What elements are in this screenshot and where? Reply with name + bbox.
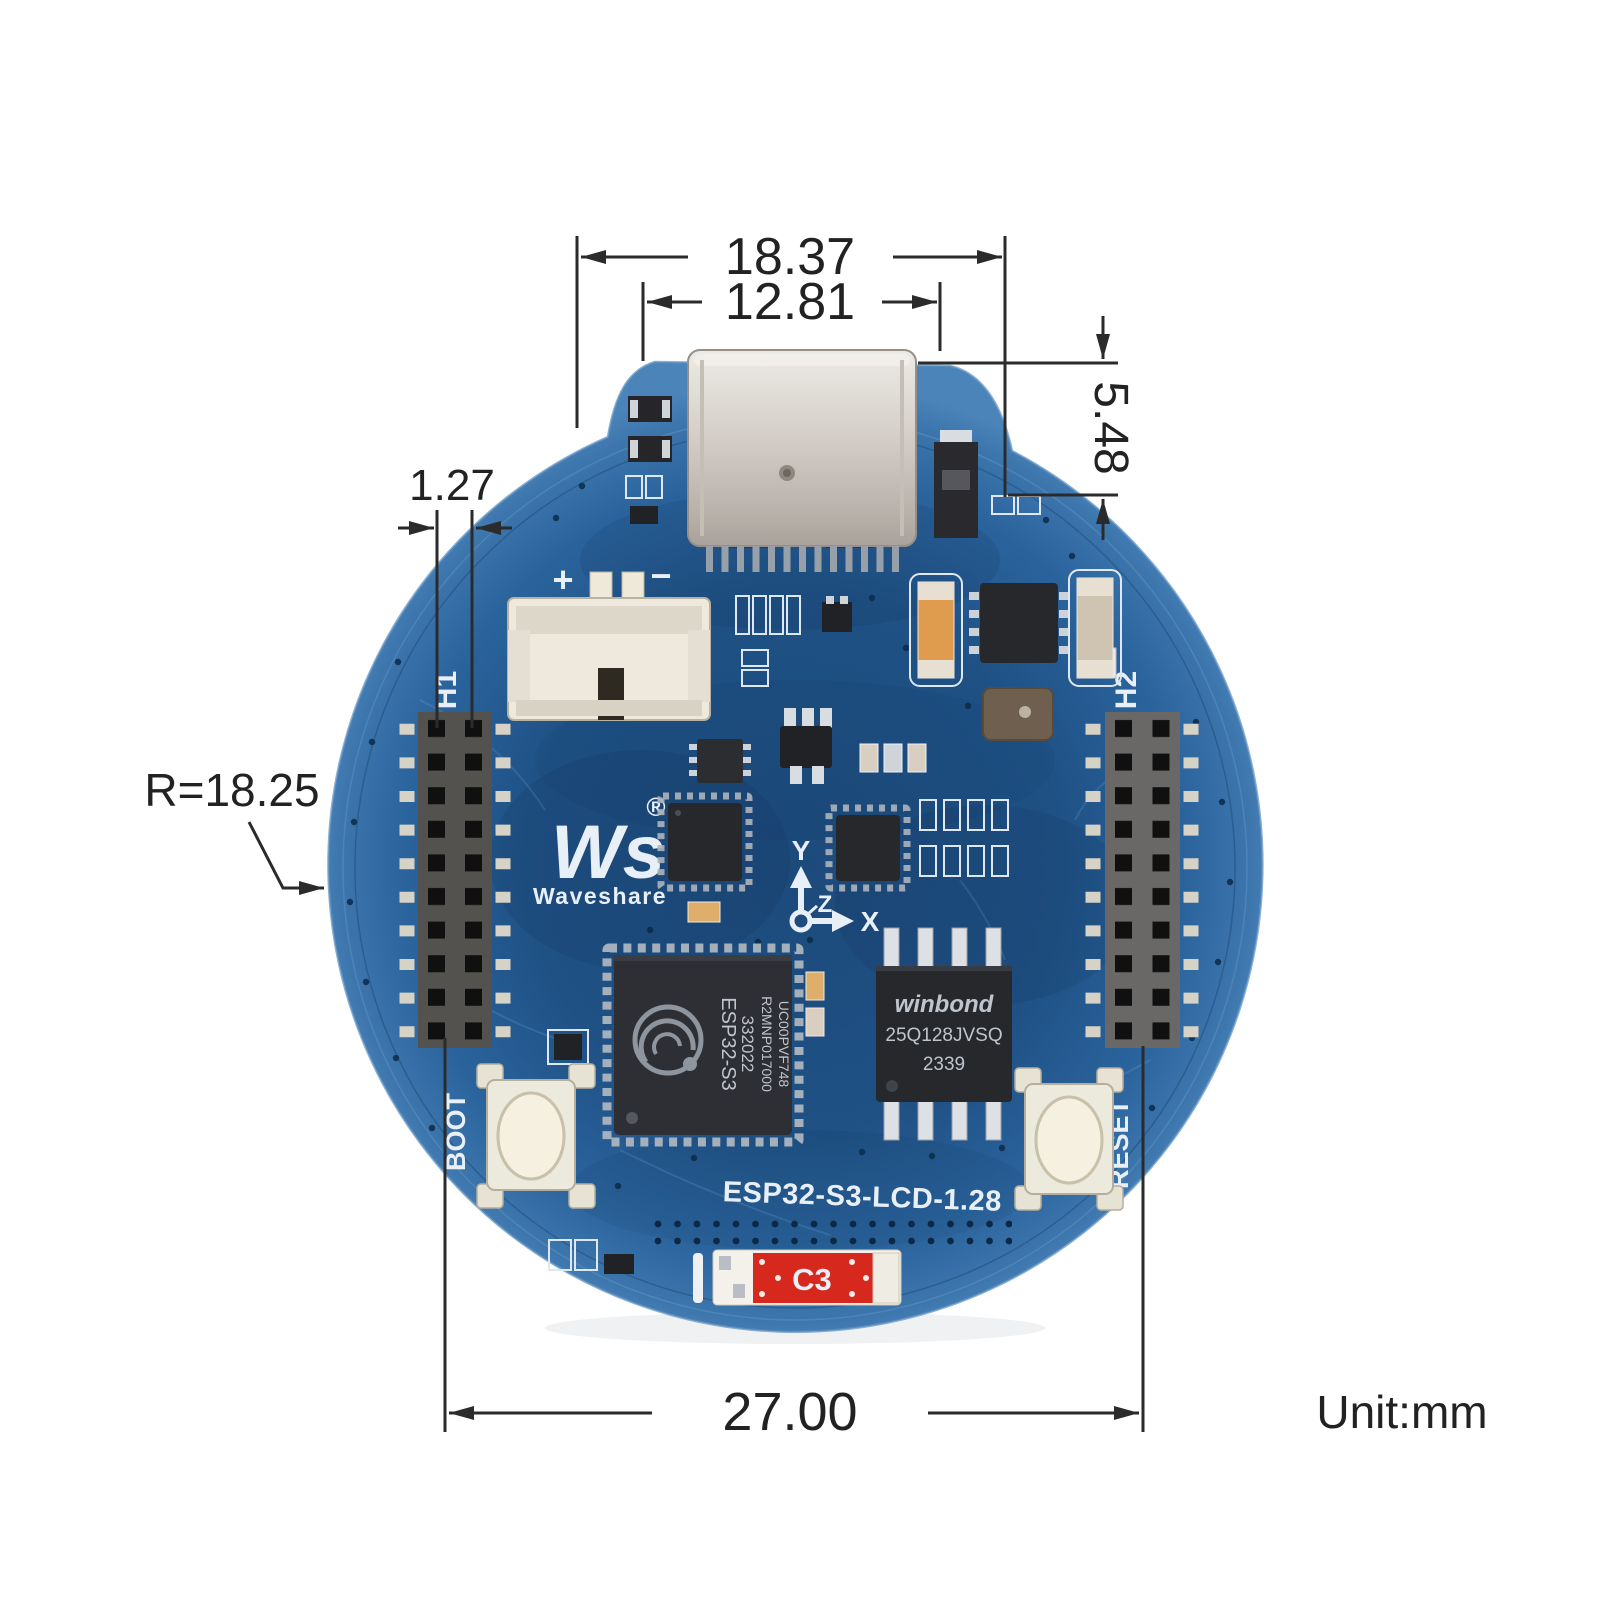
- dim-27-00-value: 27.00: [722, 1382, 857, 1442]
- dimension-radius: R=18.25: [144, 764, 324, 895]
- axis-y-label: Y: [792, 835, 811, 866]
- battery-minus-mark: −: [650, 555, 671, 596]
- esp32-marking-line2: 332022: [738, 1016, 757, 1073]
- esp32-marking-line3: R2MNP017000: [759, 996, 775, 1092]
- dim-5-48-value: 5.48: [1084, 381, 1137, 474]
- esp32-pin1-dot: [626, 1112, 638, 1124]
- smd-cluster-right-of-usb: [934, 430, 1041, 538]
- sot23-5-regulator: [780, 708, 832, 784]
- via-dots: [346, 482, 1234, 1190]
- dimension-1-27: 1.27: [398, 461, 512, 728]
- waveshare-logo-glyph: Ws: [551, 810, 665, 895]
- caps-mid: [805, 971, 825, 1037]
- flash-chip: winbond 25Q128JVSQ 2339: [876, 927, 1012, 1141]
- flash-body: [876, 966, 1012, 1102]
- usb-shell-highlight: [694, 354, 910, 366]
- pcb-rim-highlight: [327, 360, 1264, 1333]
- dim-12-81-value: 12.81: [725, 273, 855, 331]
- waveshare-wordmark: Waveshare: [533, 883, 667, 909]
- header-h1-label: H1: [430, 671, 463, 709]
- dimension-27-00: 27.00: [443, 1038, 1145, 1442]
- usb-shell: [687, 349, 917, 547]
- axis-x-arrow: [832, 910, 854, 932]
- pad-grid-8: [919, 799, 1009, 877]
- reset-button-dome: [1034, 1095, 1104, 1185]
- flash-date-code: 2339: [923, 1054, 965, 1075]
- usb-solder-pins: [702, 546, 902, 573]
- axis-z-label: Z: [818, 891, 833, 918]
- esp32-marking-line4: UC00PVF748: [776, 1001, 792, 1088]
- usb-shell-seam-left: [700, 360, 704, 536]
- battery-socket-wing-right: [688, 630, 710, 702]
- flash-part-number: 25Q128JVSQ: [885, 1025, 1002, 1046]
- silkscreen-pad-groups: [735, 595, 852, 687]
- dim-radius-value: R=18.25: [144, 764, 319, 816]
- waveshare-logo: Ws ® Waveshare: [533, 792, 667, 909]
- axis-y-arrow: [790, 866, 812, 888]
- qfn-chip-2: [825, 804, 911, 892]
- dim-18-37-value: 18.37: [725, 228, 855, 286]
- c3-component: C3: [693, 1249, 902, 1306]
- battery-socket-lip: [516, 700, 702, 716]
- c3-silk-dash: [693, 1253, 703, 1303]
- unit-label: Unit:mm: [1316, 1386, 1487, 1438]
- flash-pins: [883, 927, 1002, 1141]
- battery-plus-mark: +: [552, 559, 573, 600]
- sop8-small-chip: [689, 739, 751, 783]
- espressif-logo: [632, 1004, 704, 1076]
- battery-socket-wing-left: [508, 630, 530, 702]
- dimension-annotations: 18.37 12.81 5.48 1.27 R=18.25: [144, 228, 1487, 1442]
- battery-connector: + −: [507, 555, 711, 721]
- header-h2: H2: [1083, 647, 1199, 1048]
- imu-chip: [657, 792, 753, 892]
- header-h1-holes: [418, 712, 492, 1048]
- dimension-12-81: 12.81: [641, 273, 942, 361]
- dimension-18-37: 18.37: [575, 228, 1007, 497]
- c3-label: C3: [792, 1262, 832, 1297]
- c3-end-pad: [872, 1252, 900, 1304]
- flash-pin1-dot: [886, 1080, 898, 1092]
- pcb-board: + − H1: [327, 349, 1264, 1344]
- header-h1: H1: [399, 671, 511, 1048]
- usb-c-connector: [687, 349, 917, 573]
- bottom-left-pads: [548, 1239, 634, 1274]
- passive-row: [859, 743, 927, 773]
- flash-brand: winbond: [895, 991, 995, 1018]
- dim-1-27-value: 1.27: [409, 461, 495, 510]
- dimension-5-48: 5.48: [918, 316, 1137, 540]
- buzzer: [982, 687, 1054, 741]
- esp32-marking-line1: ESP32-S3: [717, 997, 739, 1090]
- axis-x-label: X: [861, 906, 880, 937]
- power-chip-area: [909, 569, 1122, 741]
- via-dot-rows: [652, 1218, 1012, 1252]
- boot-button-dome: [496, 1091, 566, 1181]
- header-h2-holes: [1105, 712, 1180, 1048]
- usb-shell-seam-right: [900, 360, 904, 536]
- cap-above-esp32: [687, 901, 721, 923]
- battery-socket-top-shade: [516, 606, 702, 634]
- usb-shell-dimple-center: [783, 469, 791, 477]
- axis-indicator: Y Z X: [789, 835, 880, 937]
- smd-cluster-left-of-usb: [625, 396, 672, 524]
- esp32-chip: ESP32-S3 332022 R2MNP017000 UC00PVF748: [602, 943, 804, 1147]
- registered-mark: ®: [646, 792, 665, 822]
- reset-button: RESET: [1014, 1067, 1134, 1211]
- power-chip: [980, 583, 1058, 663]
